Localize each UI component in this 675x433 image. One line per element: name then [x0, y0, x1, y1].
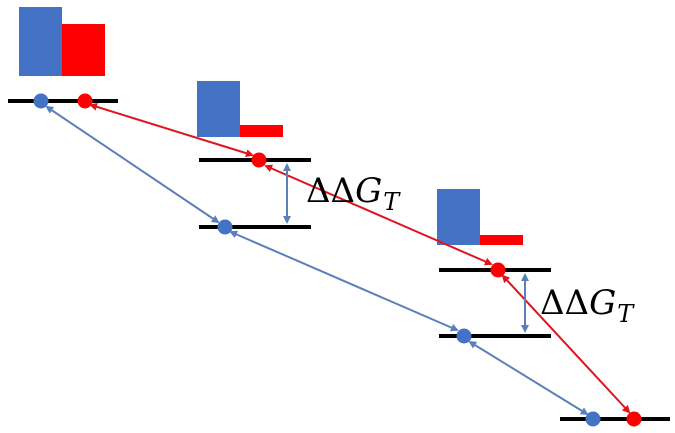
blue-state-dot-1: [33, 93, 49, 109]
population-bar-blue-1: [19, 7, 62, 76]
population-bar-blue-3: [437, 189, 480, 245]
red-state-dot-3: [490, 262, 506, 278]
population-bar-red-2: [240, 125, 283, 137]
g-variable: G: [589, 283, 617, 323]
population-bar-red-1: [62, 24, 105, 76]
blue-state-dot-2: [217, 219, 233, 235]
population-bar-red-3: [480, 235, 523, 245]
delta-delta-symbol: ΔΔ: [540, 283, 590, 323]
blue-transition-arrow-2: [229, 230, 459, 332]
delta-delta-g-t-label-2: ΔΔGT: [540, 286, 633, 326]
g-variable: G: [355, 171, 383, 211]
red-state-dot-1: [77, 93, 93, 109]
delta-delta-g-t-label-1: ΔΔGT: [306, 174, 399, 214]
t-subscript: T: [383, 188, 400, 216]
blue-transition-arrow-3: [468, 340, 589, 416]
red-transition-arrow-1: [89, 102, 254, 158]
delta-delta-symbol: ΔΔ: [306, 171, 356, 211]
blue-transition-arrow-1: [45, 105, 220, 224]
red-state-dot-4: [626, 411, 642, 427]
t-subscript: T: [617, 300, 634, 328]
blue-state-dot-3: [456, 328, 472, 344]
blue-state-dot-4: [585, 411, 601, 427]
population-bar-blue-2: [197, 81, 240, 137]
red-transition-arrow-2: [264, 164, 493, 266]
red-state-dot-2: [251, 152, 267, 168]
